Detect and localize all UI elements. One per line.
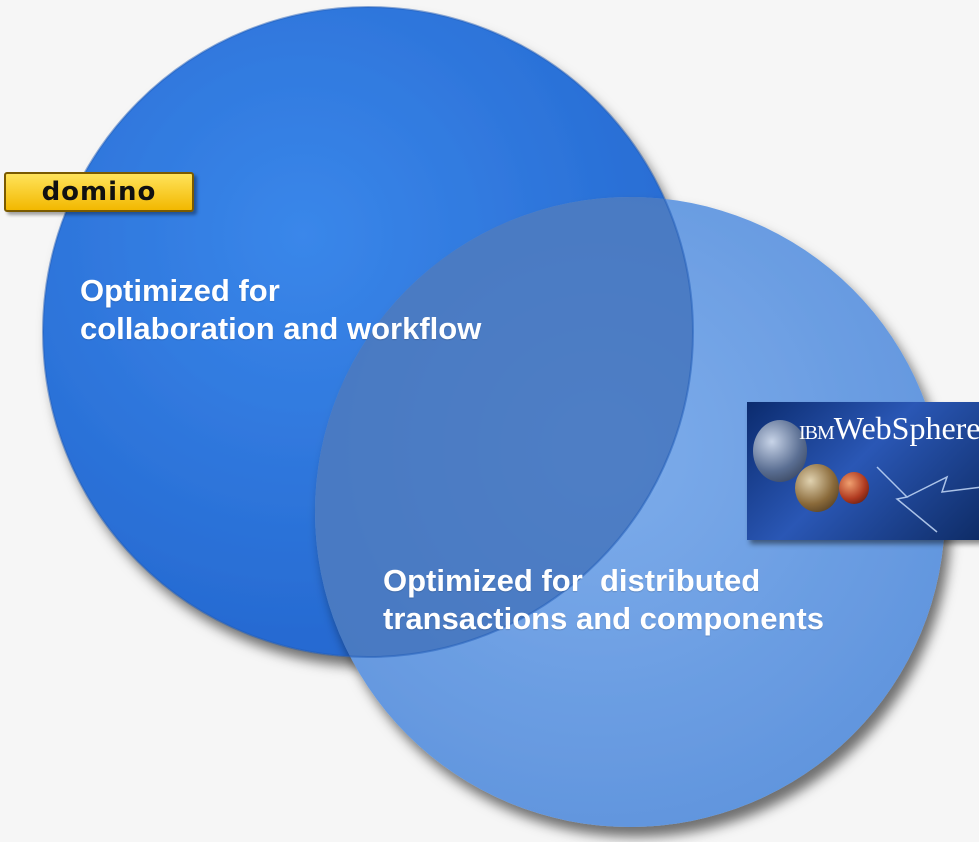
left-label-line-2: collaboration and workflow bbox=[80, 311, 482, 346]
globe-icon bbox=[753, 420, 807, 482]
domino-logo: domino bbox=[4, 172, 194, 212]
right-label-line-2: transactions and components bbox=[383, 601, 824, 636]
overlap-region bbox=[315, 197, 693, 657]
left-label-line-1: Optimized for bbox=[80, 273, 280, 308]
globe-icon bbox=[795, 464, 839, 512]
websphere-logo: IBMWebSphere bbox=[747, 402, 979, 540]
websphere-logo-text: IBMWebSphere bbox=[799, 410, 979, 447]
domino-logo-text: domino bbox=[41, 177, 157, 207]
left-circle-rim bbox=[42, 6, 694, 658]
lightning-icon bbox=[876, 466, 979, 533]
websphere-text: WebSphere bbox=[833, 410, 979, 446]
ibm-text: IBM bbox=[799, 422, 835, 444]
right-label-line-1: Optimized for distributed bbox=[383, 563, 761, 598]
globe-icon bbox=[839, 472, 869, 504]
